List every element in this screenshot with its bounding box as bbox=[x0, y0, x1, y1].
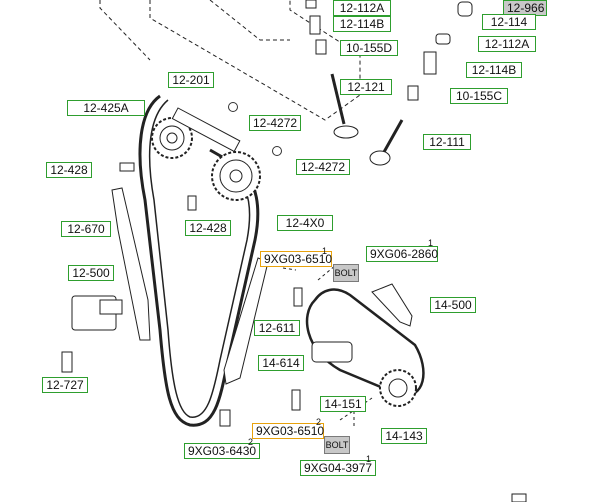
guide-bolt bbox=[291, 389, 301, 411]
cylinder-head-outline bbox=[99, 0, 361, 121]
part-label-12-121: 12-121 bbox=[340, 79, 392, 95]
quantity-callout: 1 bbox=[428, 238, 434, 248]
exhaust-valve bbox=[369, 119, 404, 166]
part-label-9xg03-6510-b: 9XG03-6510 bbox=[252, 423, 324, 439]
part-label-12-727: 12-727 bbox=[42, 377, 88, 393]
tensioner-bolt bbox=[61, 351, 73, 373]
part-label-12-112a-top: 12-112A bbox=[333, 0, 391, 16]
sprocket-bolt bbox=[119, 162, 135, 172]
part-label-12-500: 12-500 bbox=[68, 265, 114, 281]
bolt-tag: BOLT bbox=[333, 264, 359, 282]
part-label-14-143: 14-143 bbox=[381, 428, 427, 444]
valve-seal-top bbox=[315, 39, 327, 55]
oil-pump-chain-tensioner bbox=[371, 283, 413, 327]
part-label-9xg03-6510-a: 9XG03-6510 bbox=[260, 251, 332, 267]
part-label-12-201: 12-201 bbox=[168, 72, 214, 88]
intake-valve bbox=[330, 73, 359, 139]
part-label-14-614: 14-614 bbox=[258, 355, 304, 371]
valve-spring-top bbox=[309, 15, 321, 35]
actuator-bolt bbox=[187, 195, 197, 211]
tensioner-arm-bolt bbox=[293, 287, 303, 307]
quantity-callout: 1 bbox=[366, 454, 372, 464]
part-label-12-4272-a: 12-4272 bbox=[249, 115, 301, 131]
part-label-12-670: 12-670 bbox=[61, 221, 111, 237]
valve-spring bbox=[423, 51, 437, 75]
oil-pump-chain-guide bbox=[311, 341, 353, 363]
valve-seal bbox=[407, 85, 419, 101]
quantity-callout: 2 bbox=[316, 417, 322, 427]
lash-adjuster bbox=[457, 1, 473, 17]
lash-adjuster-top bbox=[305, 0, 317, 9]
camshaft bbox=[171, 107, 241, 153]
oil-pump-chain bbox=[305, 288, 425, 397]
part-label-10-155d: 10-155D bbox=[340, 40, 398, 56]
part-label-12-114b: 12-114B bbox=[466, 62, 522, 78]
part-label-14-151: 14-151 bbox=[320, 396, 366, 412]
quantity-callout: 1 bbox=[322, 246, 328, 256]
part-label-10-155c: 10-155C bbox=[450, 88, 508, 104]
quantity-callout: 2 bbox=[248, 437, 254, 447]
part-label-12-4272-b: 12-4272 bbox=[296, 159, 350, 175]
variable-valve-timing-actuator bbox=[211, 151, 261, 201]
sprocket-bolt-lower bbox=[511, 493, 527, 502]
part-label-9xg03-6430: 9XG03-6430 bbox=[184, 443, 260, 459]
lower-bolt bbox=[219, 409, 231, 427]
part-label-12-4x0: 12-4X0 bbox=[277, 215, 333, 231]
valve-retainer bbox=[435, 33, 451, 45]
part-label-12-111: 12-111 bbox=[423, 134, 471, 150]
part-label-12-114b-top: 12-114B bbox=[333, 16, 391, 32]
part-label-14-500: 14-500 bbox=[430, 297, 476, 313]
part-label-9xg06-2860: 9XG06-2860 bbox=[366, 246, 438, 262]
part-label-12-114: 12-114 bbox=[482, 14, 536, 30]
bolt-tag: BOLT bbox=[324, 436, 350, 454]
part-label-12-611: 12-611 bbox=[254, 320, 300, 336]
washer bbox=[228, 102, 238, 112]
chain-guide bbox=[111, 187, 151, 341]
chain-tensioner bbox=[71, 295, 123, 331]
part-label-12-112a: 12-112A bbox=[478, 36, 536, 52]
part-label-12-428-b: 12-428 bbox=[185, 220, 231, 236]
part-label-9xg04-3977: 9XG04-3977 bbox=[300, 460, 376, 476]
part-label-12-425a: 12-425A bbox=[67, 100, 145, 116]
part-label-12-428-a: 12-428 bbox=[46, 162, 92, 178]
washer bbox=[272, 146, 282, 156]
timing-chain bbox=[138, 94, 260, 427]
intake-camshaft-sprocket bbox=[151, 117, 193, 159]
crankshaft-sprocket bbox=[379, 369, 417, 407]
